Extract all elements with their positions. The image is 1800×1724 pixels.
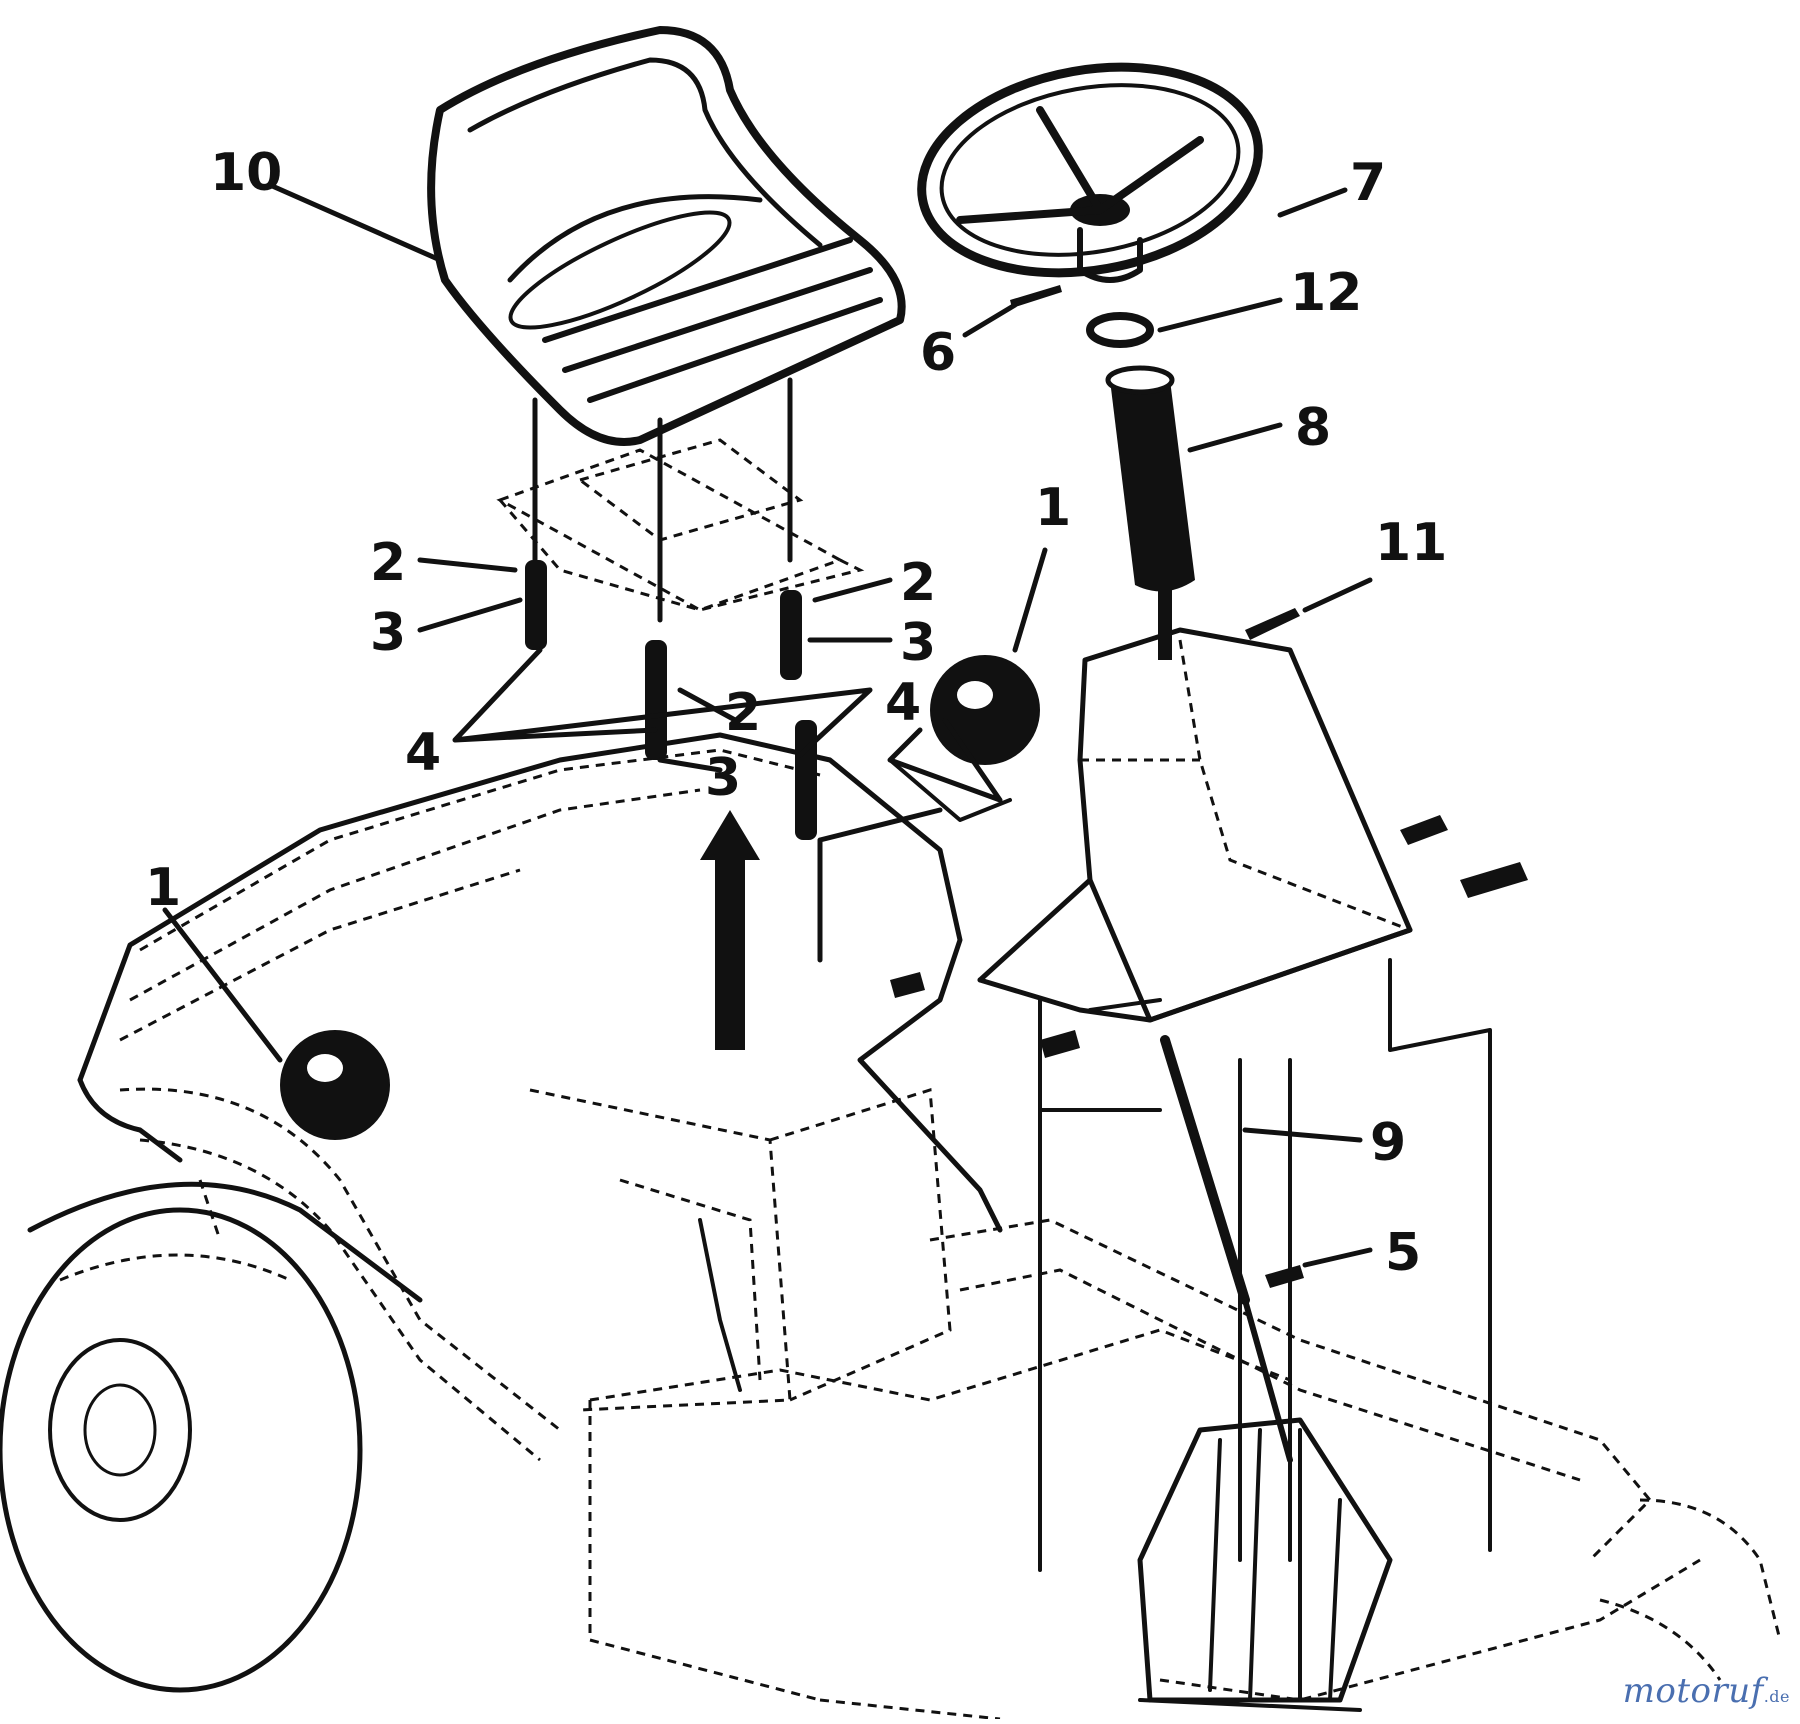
watermark-brand: motoruf bbox=[1622, 1671, 1764, 1711]
rear-wheel bbox=[0, 1179, 423, 1693]
watermark-tld: .de bbox=[1763, 1687, 1790, 1706]
callout-8: 8 bbox=[1295, 398, 1331, 458]
callout-4-a: 4 bbox=[405, 723, 441, 783]
callout-7: 7 bbox=[1350, 153, 1386, 213]
steering-shaft bbox=[1038, 958, 1492, 1712]
callout-1-left: 1 bbox=[145, 858, 181, 918]
callout-2-a: 2 bbox=[370, 533, 406, 593]
watermark-logo: motoruf.de bbox=[1623, 1671, 1790, 1711]
leader-lines bbox=[162, 182, 1373, 1268]
callout-2-c: 2 bbox=[725, 683, 761, 743]
callout-12: 12 bbox=[1290, 263, 1362, 323]
callout-10: 10 bbox=[210, 143, 282, 203]
callout-2-b: 2 bbox=[900, 553, 936, 613]
seat-bracket bbox=[496, 438, 865, 612]
callout-1-top: 1 bbox=[1035, 478, 1071, 538]
washer bbox=[1086, 312, 1154, 348]
callout-3-a: 3 bbox=[370, 603, 406, 663]
knob-top bbox=[930, 655, 1040, 765]
callout-3-b: 3 bbox=[900, 613, 936, 673]
mounting-bolts bbox=[525, 560, 1012, 1050]
callout-4-b: 4 bbox=[885, 673, 921, 733]
callout-9: 9 bbox=[1370, 1113, 1406, 1173]
callout-5: 5 bbox=[1385, 1223, 1421, 1283]
knob-left bbox=[280, 1030, 390, 1140]
tractor-body bbox=[77, 732, 1782, 1721]
callout-11: 11 bbox=[1375, 513, 1447, 573]
callout-3-c: 3 bbox=[705, 748, 741, 808]
steering-wheel bbox=[917, 62, 1263, 308]
dash-console bbox=[890, 590, 1528, 1058]
seat bbox=[427, 26, 906, 623]
steering-column-sleeve bbox=[1105, 365, 1195, 592]
callout-numbers: 10 7 12 6 8 1 11 2 3 2 3 2 3 4 4 1 9 5 bbox=[145, 143, 1447, 1283]
callout-6: 6 bbox=[920, 323, 956, 383]
